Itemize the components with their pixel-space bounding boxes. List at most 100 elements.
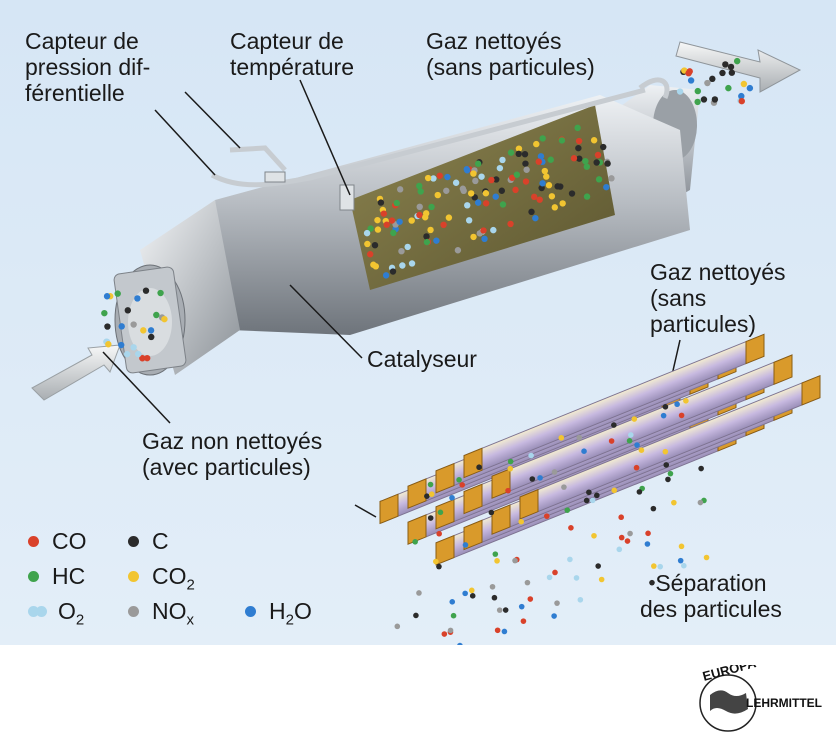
particle [449,494,455,501]
particle [558,137,566,144]
particle [738,97,745,105]
particle [123,350,131,358]
particle [474,199,482,206]
particle [488,509,495,516]
filter-plug [491,504,511,535]
particle [554,183,561,190]
particle [533,140,540,148]
particle [101,309,108,317]
particle [722,61,729,68]
particle [428,491,435,497]
particle [727,63,735,71]
particle [582,157,589,165]
particle [595,176,603,183]
particle [521,150,529,158]
particle [551,204,558,211]
particle [657,563,664,570]
filter-plug [519,488,539,520]
particle [456,477,462,483]
particle [157,289,164,297]
particle [574,124,581,132]
particle [624,538,631,544]
particle [515,145,523,152]
co-dot-icon [28,536,39,547]
particle [561,484,567,490]
particle [507,149,515,156]
particle [380,210,388,217]
particle [454,247,462,254]
o2-dot-icon [28,606,39,617]
particle [124,307,132,314]
particle [134,295,141,302]
particle [576,155,583,162]
particle [595,563,601,569]
particle [552,569,558,576]
particle [662,404,669,410]
particle [469,593,476,599]
particle [590,137,598,144]
sensor-stubs [264,171,355,211]
particle [725,84,732,92]
europa-lehrmittel-logo: EUROPA LEHRMITTEL [690,655,830,735]
legend-h2o: H2O [245,598,312,634]
particle [546,574,553,581]
particle [603,183,610,191]
particle [568,190,576,197]
particle [628,432,634,438]
particle [740,80,748,88]
particle [545,182,553,189]
particle [515,150,522,158]
particle [494,558,500,564]
particle [543,513,550,519]
particle [523,166,530,173]
particle [470,170,477,177]
particle [130,344,137,351]
particle [626,437,633,444]
particle [608,438,615,444]
particle [559,200,566,207]
particle [667,470,674,477]
particle [377,199,385,206]
particle [539,135,546,142]
particle [554,600,560,606]
legend-nox: NOx [128,598,194,634]
particle [493,176,500,183]
particle [449,599,456,605]
particle [512,186,519,194]
particle [700,96,708,103]
particle [645,530,651,537]
particle [130,321,137,328]
particle [408,217,415,224]
particle [513,171,521,178]
particle [161,315,168,323]
particle [698,465,704,472]
particle [528,208,535,216]
particle [441,631,448,637]
particle [573,575,580,581]
particle [430,175,437,182]
nox-dot-icon [128,606,139,617]
particle [532,214,539,222]
particle [393,199,400,207]
label-clean-gas-right: Gaz nettoyés (sans particules) [650,259,786,337]
particle [481,235,488,243]
particle [568,524,574,531]
particle [634,442,640,448]
particle [536,196,543,203]
particle [507,458,514,465]
catalyst-core [350,105,615,290]
particle [436,172,443,179]
particle [575,144,582,152]
particle [501,628,508,635]
filter-plug [801,374,821,406]
particle [651,563,657,569]
particle [608,175,615,182]
particle [476,464,482,471]
particle [583,163,591,170]
particle [583,497,590,504]
particle [686,68,693,75]
wall-flow-filter [379,333,821,667]
hc-dot-icon [28,571,39,582]
svg-text:LEHRMITTEL: LEHRMITTEL [746,696,822,710]
particle [520,618,527,624]
